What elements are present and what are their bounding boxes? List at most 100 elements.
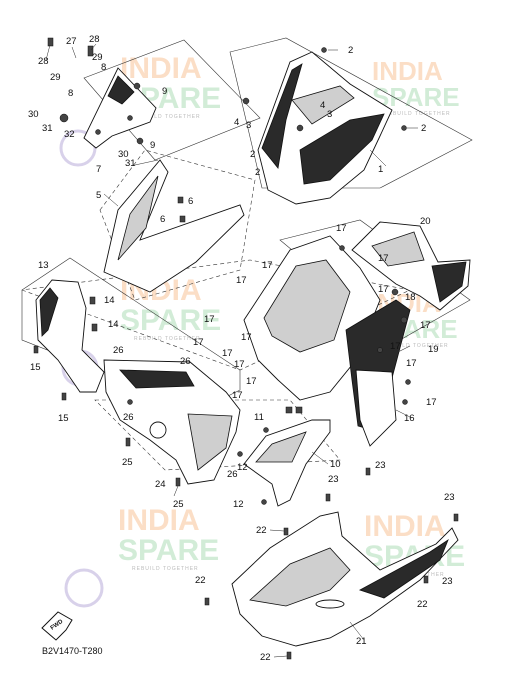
callout-label: 17 xyxy=(426,397,437,408)
clip-icon xyxy=(177,196,184,204)
leader-line xyxy=(369,149,387,167)
callout-label: 22 xyxy=(256,525,267,536)
callout-label: 17 xyxy=(246,376,257,387)
inner-panel-hole xyxy=(149,421,167,439)
nut-icon xyxy=(136,137,144,145)
leader-line xyxy=(349,621,365,641)
callout-label: 22 xyxy=(417,599,428,610)
watermark-tagline: REBUILD TOGETHER xyxy=(132,566,199,572)
part-10-lower-side-cover xyxy=(243,406,331,507)
part-5-upper-panel xyxy=(103,159,245,293)
clip-icon xyxy=(89,296,96,305)
under-cover-shade xyxy=(249,547,351,607)
bolt-icon xyxy=(133,82,141,90)
watermark-spare: SPARE xyxy=(120,304,221,337)
callout-label: 8 xyxy=(68,88,73,99)
upper-panel-body xyxy=(103,159,245,293)
front-cover-edge xyxy=(261,63,303,169)
part-20-right-upper-cover xyxy=(351,221,471,311)
callout-label: 17 xyxy=(222,348,233,359)
left-panel-rib xyxy=(39,287,59,337)
inner-panel-grille xyxy=(187,413,233,471)
part-16-inner-frame xyxy=(243,235,411,447)
screw-icon xyxy=(377,347,383,353)
callout-label: 30 xyxy=(118,149,129,160)
leader-line xyxy=(273,655,288,658)
callout-label: 5 xyxy=(96,190,101,201)
callout-label: 17 xyxy=(336,223,347,234)
callout-label: 28 xyxy=(38,56,49,67)
screw-icon xyxy=(283,527,289,536)
callout-label: 19 xyxy=(428,344,439,355)
clip-icon xyxy=(91,323,98,332)
callout-label: 6 xyxy=(188,196,193,207)
callout-label: 23 xyxy=(375,460,386,471)
callout-label: 12 xyxy=(237,462,248,473)
callout-label: 17 xyxy=(193,337,204,348)
callout-labels: 27 28 28 29 29 8 8 9 30 31 32 30 31 9 7 … xyxy=(28,34,455,663)
leader-line xyxy=(103,193,119,207)
leader-line xyxy=(45,44,51,61)
callout-label: 28 xyxy=(89,34,100,45)
frame-dashed-cover xyxy=(99,149,256,301)
callout-label: 12 xyxy=(233,499,244,510)
callout-label: 18 xyxy=(405,292,416,303)
frame-upper-left xyxy=(83,39,261,161)
callout-label: 10 xyxy=(330,459,341,470)
callout-label: 4 xyxy=(234,117,239,128)
front-cover-bracket xyxy=(291,85,355,125)
callout-label: 3 xyxy=(246,120,251,131)
callout-label: 17 xyxy=(234,359,245,370)
leader-line xyxy=(395,409,413,419)
screw-icon xyxy=(61,392,67,401)
screw-icon xyxy=(453,513,459,522)
right-cover-lens xyxy=(431,261,467,303)
watermark-lower-left: INDIA SPARE REBUILD TOGETHER xyxy=(64,504,219,608)
callout-label: 15 xyxy=(58,413,69,424)
callout-label: 26 xyxy=(113,345,124,356)
callout-label: 22 xyxy=(260,652,271,663)
callout-label: 29 xyxy=(92,52,103,63)
part-1-front-cover xyxy=(242,47,407,205)
callout-label: 15 xyxy=(30,362,41,373)
frame-leader xyxy=(134,159,159,166)
callout-label: 26 xyxy=(180,356,191,367)
callout-label: 13 xyxy=(38,260,49,271)
watermark-spanner-icon xyxy=(59,129,97,167)
rod-icon xyxy=(397,345,411,353)
leader-line xyxy=(90,43,97,51)
callout-label: 17 xyxy=(378,253,389,264)
watermark-tagline: REBUILD TOGETHER xyxy=(134,114,201,120)
watermark-spanner-icon xyxy=(64,568,104,608)
callout-label: 17 xyxy=(406,358,417,369)
screw-icon xyxy=(87,45,94,57)
callout-label: 2 xyxy=(255,167,260,178)
callout-label: 26 xyxy=(123,412,134,423)
leader-line xyxy=(311,451,329,465)
clip-icon xyxy=(285,406,293,414)
callout-label: 17 xyxy=(420,320,431,331)
clip-icon xyxy=(295,406,303,414)
callout-label: 24 xyxy=(155,479,166,490)
under-cover-rail xyxy=(358,538,449,599)
screw-icon xyxy=(401,125,407,131)
callout-label: 25 xyxy=(122,457,133,468)
fwd-arrow: FWD xyxy=(41,611,73,641)
right-cover-shade xyxy=(371,231,425,267)
front-cover-lens xyxy=(299,113,385,185)
watermark-tagline: REBUILD TOGETHER xyxy=(384,111,451,117)
leader-line xyxy=(269,529,285,532)
callout-label: 7 xyxy=(96,164,101,175)
screw-icon xyxy=(263,427,269,433)
callout-label: 22 xyxy=(195,575,206,586)
screw-icon xyxy=(405,379,411,385)
callout-label: 31 xyxy=(125,158,136,169)
clip-icon xyxy=(179,215,186,223)
callout-label: 17 xyxy=(241,332,252,343)
bolt-icon xyxy=(95,129,101,135)
part-7-windscreen-bracket xyxy=(47,37,157,149)
screw-icon xyxy=(400,316,408,324)
lower-side-cover-body xyxy=(243,419,331,507)
callout-label: 6 xyxy=(160,214,165,225)
